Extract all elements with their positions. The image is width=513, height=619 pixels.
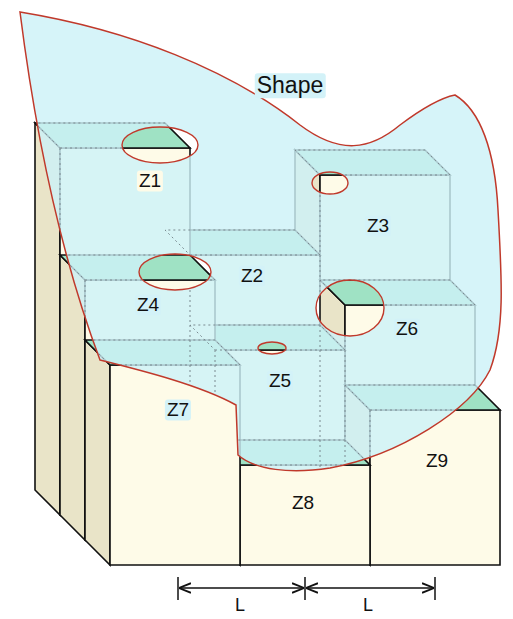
prism-top-face: [320, 280, 475, 305]
dimension-line: [179, 587, 304, 589]
hidden-edge: [60, 148, 61, 515]
prism-front-face: [240, 465, 370, 565]
zone-label: Z3: [365, 216, 391, 237]
surface-outline: [20, 12, 501, 471]
prism-top-face: [295, 150, 450, 175]
prism-side-face: [60, 255, 85, 540]
prism-top-face: [60, 255, 215, 280]
intersection-curve: [312, 172, 348, 194]
zone-label: Z5: [267, 371, 293, 392]
zone-label: Z8: [290, 493, 316, 514]
prism-front-face: [320, 175, 450, 515]
dimension-label: L: [233, 596, 247, 616]
surface-label: Shape: [255, 73, 326, 98]
intersection-curve: [258, 342, 286, 354]
zone-label: Z9: [424, 451, 450, 472]
zone-label: Z7: [165, 400, 191, 421]
hidden-edge: [320, 280, 475, 305]
intersection-curve: [316, 280, 384, 336]
prism-top-face: [190, 325, 345, 350]
prism-side-face: [85, 340, 110, 565]
intersection-curve: [122, 127, 198, 163]
hidden-edge: [240, 465, 241, 565]
zone-label: Z6: [394, 319, 420, 340]
prism-front-face: [60, 148, 190, 515]
prism-side-face: [35, 123, 60, 515]
prism-side-face: [190, 325, 215, 540]
hidden-edge: [370, 410, 371, 565]
hidden-edge: [345, 305, 346, 540]
hidden-edge: [110, 365, 111, 565]
hidden-edge: [320, 175, 321, 515]
shape-surface: [20, 12, 501, 471]
zone-label: Z1: [137, 171, 163, 192]
hidden-edge: [190, 325, 345, 350]
intersection-curve: [139, 254, 211, 290]
dimension-label: L: [361, 596, 375, 616]
prism-front-face: [215, 350, 345, 540]
hidden-edge: [215, 350, 216, 540]
zone-label: Z2: [239, 266, 265, 287]
dimension-tick: [304, 577, 306, 600]
dimension-lines: [178, 577, 435, 600]
hidden-edge: [60, 255, 215, 280]
dimension-line: [306, 587, 434, 589]
hidden-edge: [165, 230, 320, 255]
zone-label: Z4: [135, 295, 161, 316]
dimension-tick: [177, 577, 179, 600]
hidden-edges: [35, 123, 500, 565]
hidden-edge: [85, 340, 240, 365]
prism-side-face: [320, 280, 345, 540]
hidden-edge: [295, 150, 450, 175]
prism-side-face: [295, 150, 320, 515]
prism-front-face: [85, 280, 215, 540]
dimension-tick: [434, 577, 436, 600]
prism-front-face: [345, 305, 475, 540]
